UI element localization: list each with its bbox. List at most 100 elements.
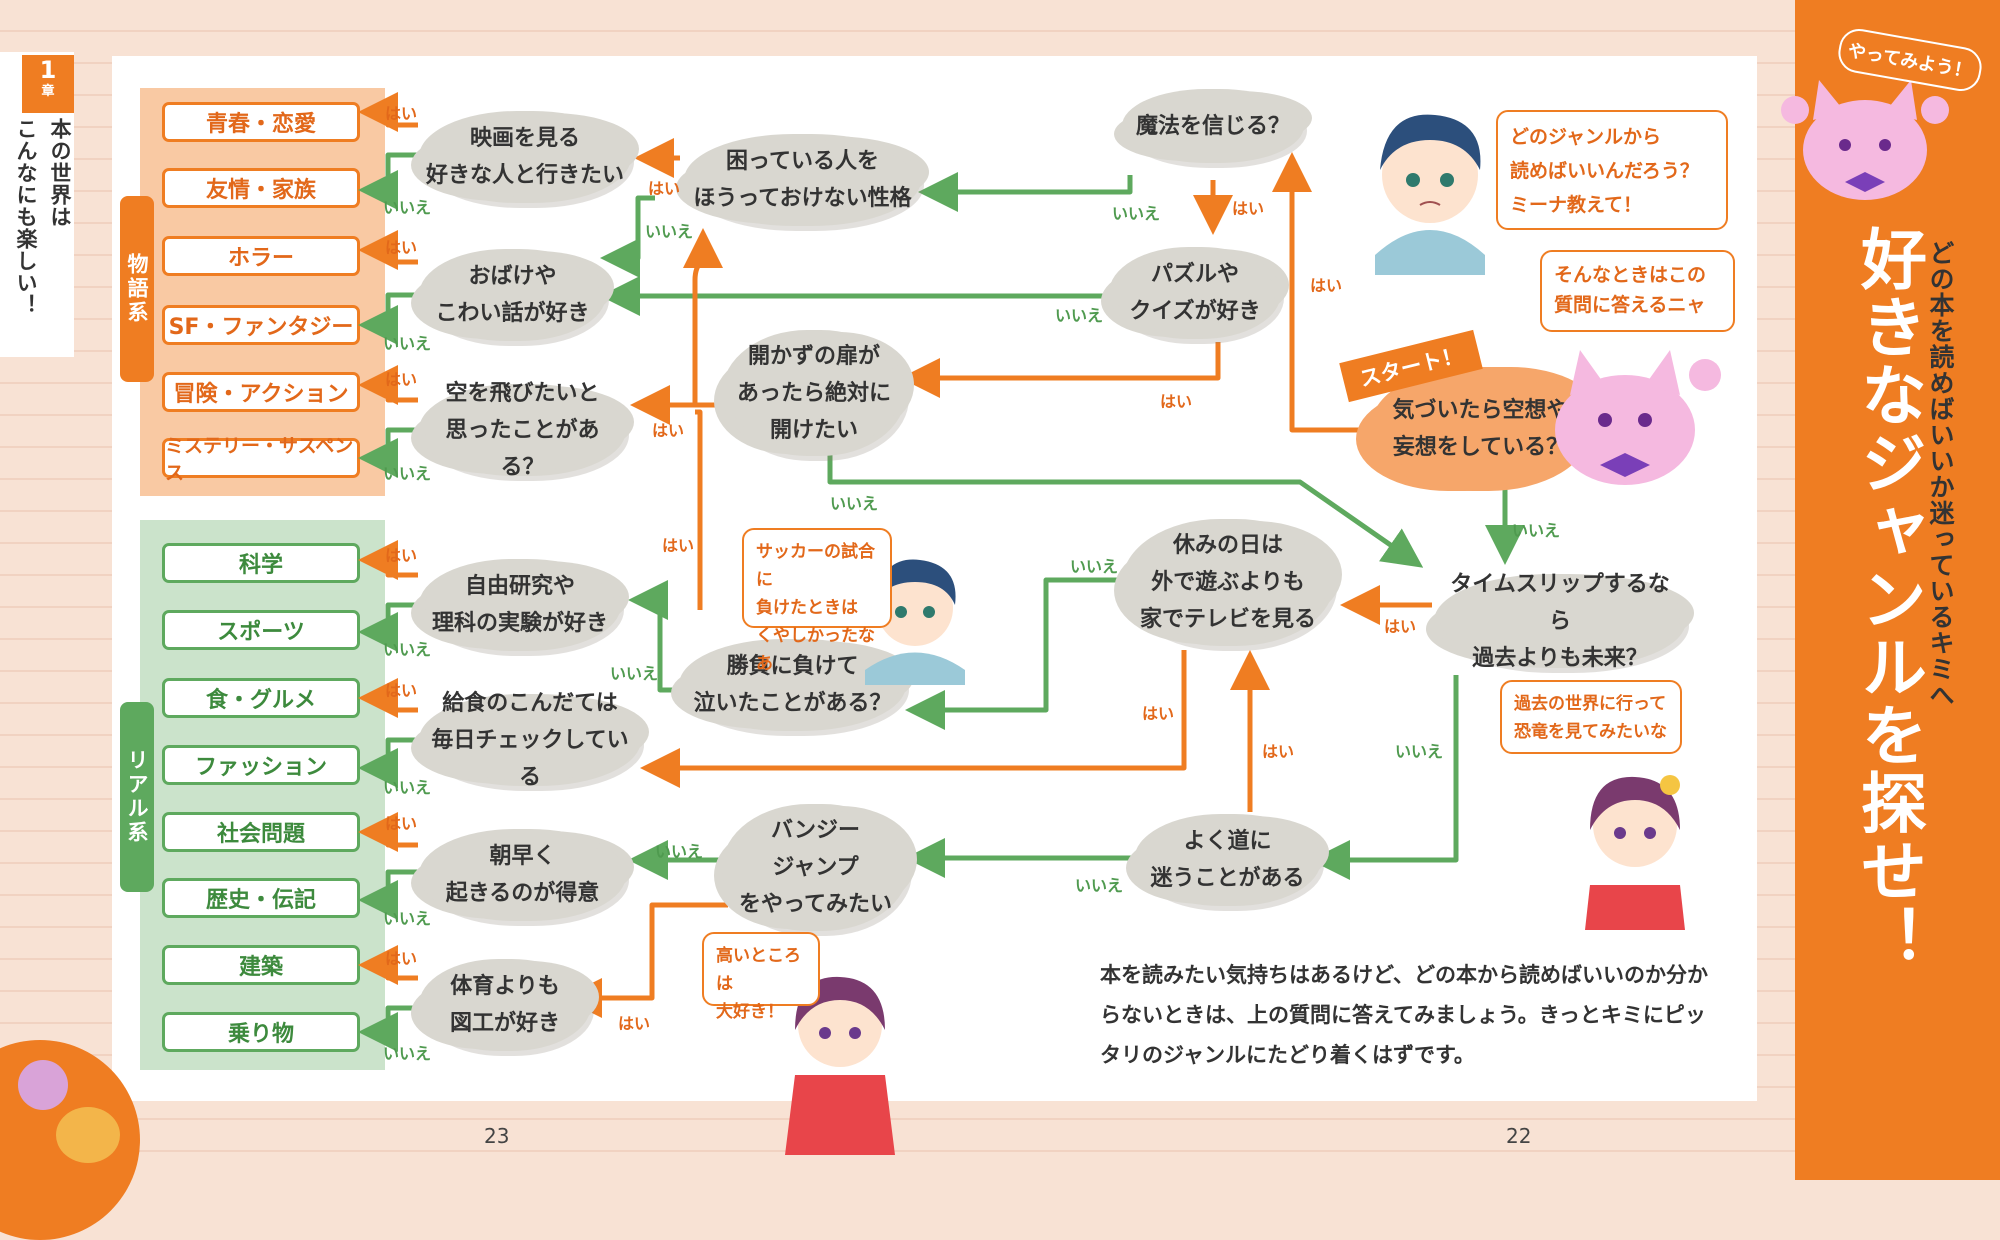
question-morning[interactable]: 朝早く 起きるのが得意 (425, 835, 620, 915)
label-no: いいえ (645, 222, 694, 241)
speech-bubble-girl-2: 高いところは 大好き！ (702, 932, 820, 1022)
question-art[interactable]: 体育よりも 図工が好き (425, 965, 585, 1045)
boy-illustration-2 (865, 559, 965, 685)
speech-bubble-cat: そんなときはこの 質問に答えるニャ (1540, 250, 1735, 332)
genre-yujo-kazoku[interactable]: 友情・家族 (162, 168, 360, 208)
cat-mascot-icon (1781, 80, 1949, 200)
label-yes: はい (385, 104, 418, 123)
label-yes: はい (1310, 276, 1343, 295)
edge-sky-yes (358, 365, 418, 405)
sidebar-title: 好きなジャンルを探せ！ (1850, 225, 1927, 973)
label-no: いいえ (1512, 521, 1561, 540)
question-road[interactable]: よく道に 迷うことがある (1140, 820, 1315, 900)
label-yes: はい (1232, 199, 1265, 218)
label-yes: はい (1142, 704, 1175, 723)
question-magic[interactable]: 魔法を信じる？ (1128, 95, 1298, 157)
edge-lost-no (628, 580, 678, 693)
genre-science[interactable]: 科学 (162, 543, 360, 583)
question-movie[interactable]: 映画を見る 好きな人と行きたい (425, 117, 625, 197)
label-no: いいえ (1112, 204, 1161, 223)
question-lost[interactable]: 勝負に負けて 泣いたことがある？ (685, 645, 900, 725)
genre-horror[interactable]: ホラー (162, 236, 360, 276)
page-number-left: 23 (484, 1124, 510, 1148)
edge-door-no (827, 450, 1424, 568)
chapter-title: 本の世界は こんなにも楽しい！ (8, 118, 78, 358)
label-yes: はい (1262, 742, 1295, 761)
genre-seishun-renai[interactable]: 青春・恋愛 (162, 102, 360, 142)
label-yes: はい (385, 546, 418, 565)
question-lost-body: 負けて 泣いたことがある？ (693, 654, 892, 716)
label-no: いいえ (383, 909, 432, 928)
label-no: いいえ (383, 640, 432, 659)
label-no: いいえ (383, 1044, 432, 1063)
genre-history-biography[interactable]: 歴史・伝記 (162, 878, 360, 918)
label-yes: はい (385, 238, 418, 257)
label-no: いいえ (830, 494, 879, 513)
edge-research-no (358, 602, 418, 652)
edge-sky-no (358, 427, 418, 478)
question-door[interactable]: 開かずの扉が あったら絶対に 開けたい (728, 336, 900, 450)
edge-lost-yes (695, 409, 703, 610)
girl-illustration-1 (1585, 775, 1685, 930)
label-yes: はい (618, 1014, 651, 1033)
label-yes: はい (1384, 617, 1417, 636)
edge-help-no (600, 195, 655, 278)
question-holiday[interactable]: 休みの日は 外で遊ぶよりも 家でテレビを見る (1128, 525, 1328, 640)
edge-bungee-yes (562, 902, 728, 1018)
question-puzzle[interactable]: パズルや クイズが好き (1115, 253, 1275, 333)
question-lunch[interactable]: 給食のこんだては 毎日チェックしている (425, 691, 635, 790)
genre-sf-fantasy[interactable]: SF・ファンタジー (162, 305, 360, 345)
label-yes: はい (385, 370, 418, 389)
chapter-title-line-1: 本の世界は (48, 118, 72, 228)
question-lost-prefix: 勝負に (726, 654, 792, 679)
label-no: いいえ (1070, 557, 1119, 576)
label-yes: はい (1160, 392, 1193, 411)
edge-research-yes (358, 540, 418, 580)
label-no: いいえ (1395, 742, 1444, 761)
question-timeslip[interactable]: タイムスリップするなら 過去よりも未来？ (1440, 572, 1680, 671)
edge-holiday-no (905, 577, 1118, 730)
label-yes: はい (652, 421, 685, 440)
genre-architecture[interactable]: 建築 (162, 945, 360, 985)
label-no: いいえ (1055, 306, 1104, 325)
label-no: いいえ (383, 198, 432, 217)
question-ghost[interactable]: おばけや こわい話が好き (425, 255, 600, 335)
edge-holiday-yes (640, 650, 1187, 788)
genre-vehicles[interactable]: 乗り物 (162, 1012, 360, 1052)
label-yes: はい (385, 814, 418, 833)
question-start[interactable]: 気づいたら空想や 妄想をしている？ (1378, 375, 1583, 483)
edge-start-yes (1272, 152, 1378, 433)
edge-timeslip-no (1310, 675, 1459, 880)
speech-bubble-boy-1: どのジャンルから 読めばいいんだろう？ ミーナ教えて！ (1496, 110, 1728, 230)
question-help[interactable]: 困っている人を ほうっておけない性格 (690, 140, 915, 220)
flow-connectors (358, 92, 1525, 1052)
edge-door-yes (683, 228, 745, 408)
genre-adventure-action[interactable]: 冒険・アクション (162, 372, 360, 412)
speech-bubble-boy-2: サッカーの試合に 負けたときは くやしかったなあ (742, 528, 892, 674)
sidebar-band (1795, 0, 2000, 1180)
edge-morning-no (358, 869, 418, 920)
question-sky[interactable]: 空を飛びたいと 思ったことがある？ (425, 381, 620, 480)
cat-illustration (1555, 350, 1721, 485)
category-story: 物語系 (120, 196, 154, 382)
question-research[interactable]: 自由研究や 理科の実験が好き (425, 565, 615, 645)
label-no: いいえ (1075, 876, 1124, 895)
label-no: いいえ (383, 778, 432, 797)
sidebar-subtitle: どの本を読めばいいか迷っているキミへ (1926, 240, 1955, 708)
description-text: 本を読みたい気持ちはあるけど、どの本から読めばいいのか分からないときは、上の質問… (1100, 963, 1708, 1067)
label-no: いいえ (610, 664, 659, 683)
question-bungee[interactable]: バンジー ジャンプ をやってみたい (728, 810, 903, 925)
genre-mystery-suspense[interactable]: ミステリー・サスペンス (162, 435, 360, 484)
label-yes: はい (648, 179, 681, 198)
genre-food-gourmet[interactable]: 食・グルメ (162, 678, 360, 718)
chapter-number-text: 1 (39, 56, 57, 84)
question-lost-text: 勝負に負けて 泣いたことがある？ (693, 648, 891, 722)
label-yes: はい (662, 536, 695, 555)
edge-art-no (358, 1005, 418, 1052)
edge-lunch-yes (358, 678, 418, 718)
story-genre-panel (140, 88, 385, 496)
genre-fashion[interactable]: ファッション (162, 745, 360, 785)
edge-ghost-yes (358, 230, 418, 270)
boy-illustration-1 (1375, 114, 1485, 275)
